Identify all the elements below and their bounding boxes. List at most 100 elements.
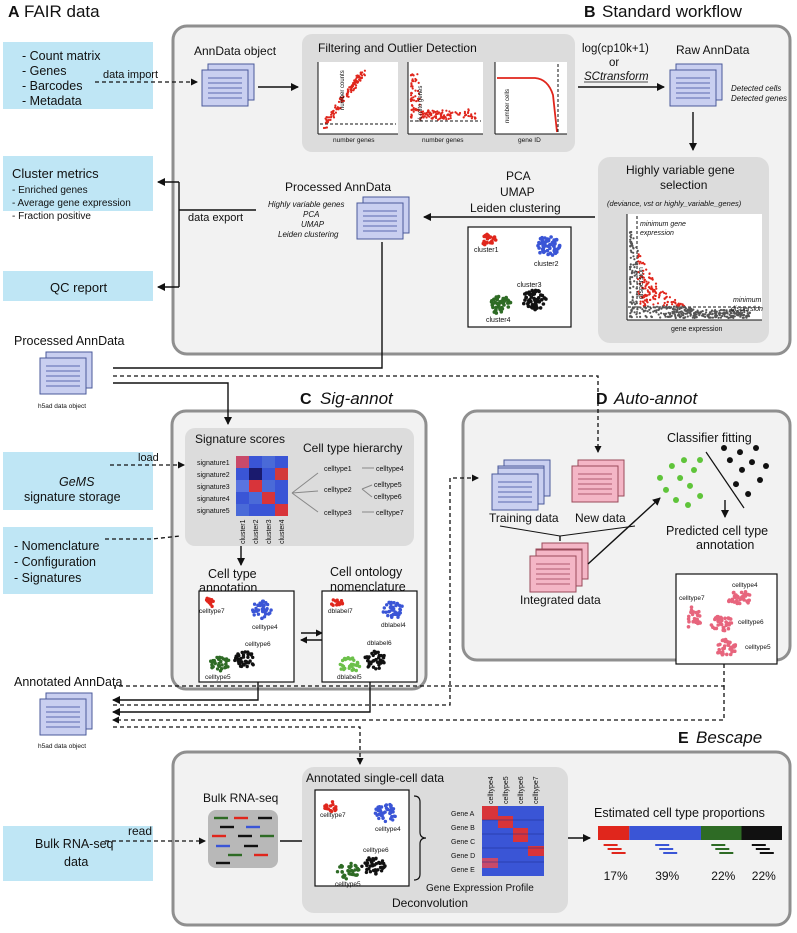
umap-dot (556, 247, 560, 251)
scatter-dot (332, 116, 336, 119)
scatter-dot (441, 111, 444, 114)
hvg-dot (668, 296, 672, 299)
hvg-dot (639, 275, 642, 278)
classifier-dot (687, 482, 693, 489)
umap-dot (348, 664, 353, 668)
umap-dot (251, 663, 255, 667)
hvg-dot (677, 314, 680, 317)
scatter-dot (441, 109, 444, 112)
hvg-dot (631, 296, 635, 299)
umap-dot (357, 868, 361, 872)
processed-item-pca: PCA (303, 210, 319, 219)
hvg-dot (636, 278, 640, 281)
scatter-dot (418, 103, 421, 106)
umap-dot (384, 803, 389, 807)
hvg-dot (718, 314, 721, 317)
hvg-dot (630, 233, 633, 236)
hvg-dot (639, 255, 642, 258)
ont-dblabel6: dblabel6 (367, 640, 392, 647)
hvg-dot (642, 309, 646, 312)
hvg-dot (642, 294, 645, 297)
umap-dot (554, 238, 559, 242)
umap-dot (239, 656, 243, 661)
hvg-dot (652, 290, 655, 293)
umap-dot (545, 248, 550, 253)
scatter-dot (465, 113, 468, 116)
hvg-dot (690, 309, 694, 312)
umap-dot (212, 659, 217, 664)
hvg-dot (695, 316, 698, 319)
scatter-dot (331, 111, 334, 114)
umap-dot (355, 663, 359, 667)
scatter-dot (462, 116, 465, 119)
scatter-dot (334, 111, 337, 114)
hvg-dot (649, 307, 653, 310)
scatter-dot (417, 109, 420, 112)
hier-celltype6: celltype6 (374, 494, 402, 501)
umap-dot (726, 643, 731, 647)
classifier-dot (733, 481, 739, 488)
umap-dot (540, 298, 544, 302)
scatter-dot (436, 110, 439, 113)
umap-dot (698, 621, 702, 625)
hier-celltype5: celltype5 (374, 482, 402, 489)
hier-celltype2: celltype2 (324, 487, 352, 494)
umap-dot (371, 665, 376, 669)
umap-dot (260, 616, 264, 621)
scatter-dot (417, 92, 421, 95)
scatter-dot (410, 104, 414, 107)
fair-input-barcodes: - Barcodes (22, 79, 82, 93)
umap-dot (397, 603, 401, 607)
pca-step-leiden: Leiden clustering (470, 201, 561, 215)
umap-dot (381, 610, 385, 614)
hvg-dot (721, 314, 724, 318)
scatter-dot (474, 112, 477, 115)
hvg-dot (674, 316, 677, 320)
proportions-legend-dashes (603, 844, 774, 854)
scatter-dot (350, 90, 353, 94)
qc-report-label: QC report (50, 280, 107, 295)
umap-dot (342, 667, 346, 672)
umap-dot (544, 244, 548, 248)
scatter-dot (467, 110, 470, 114)
umap-dot (328, 808, 333, 813)
hvg-dot (676, 309, 679, 312)
scatter-dot (410, 94, 413, 97)
hvg-dot (632, 255, 635, 258)
hvg-dot (718, 309, 721, 312)
umap-dot (339, 599, 344, 603)
bulk-rnaseq-title: Bulk RNA-seq (203, 791, 278, 805)
hvg-dot (714, 315, 717, 318)
umap-dot (368, 870, 373, 874)
ann-celltype7: celltype7 (199, 608, 225, 615)
proportion-label-4: 22% (752, 869, 776, 883)
umap-dot (372, 863, 377, 867)
umap-dot (490, 239, 494, 243)
umap-dot (335, 602, 340, 606)
config-signatures: - Signatures (14, 571, 81, 585)
hvg-dot (746, 312, 749, 315)
hvg-min-expr2: expression (640, 230, 674, 237)
umap-dot (527, 291, 531, 296)
classifier-boundary (705, 451, 745, 509)
umap-dot (388, 811, 392, 815)
annotated-sc-title: Annotated single-cell data (306, 771, 444, 785)
hvg-dot (689, 307, 692, 311)
hvg-dot (730, 312, 733, 315)
hvg-dot (629, 238, 632, 241)
to-classifier-arrow (587, 497, 661, 565)
hvg-dot (633, 280, 636, 283)
annotated-anndata-title: Annotated AnnData (14, 675, 122, 689)
hvg-dot (679, 302, 682, 305)
hvg-dot (673, 305, 676, 308)
hvg-dot (648, 287, 652, 290)
umap-dot (687, 614, 691, 619)
umap-dot (726, 640, 731, 644)
hvg-dot (677, 304, 680, 307)
hvg-dot (633, 274, 636, 277)
hvg-dot (686, 315, 689, 318)
scatter-dot (340, 100, 343, 103)
hvg-dot (645, 280, 648, 283)
umap-dot (371, 857, 375, 861)
scatter-dot (425, 116, 428, 119)
